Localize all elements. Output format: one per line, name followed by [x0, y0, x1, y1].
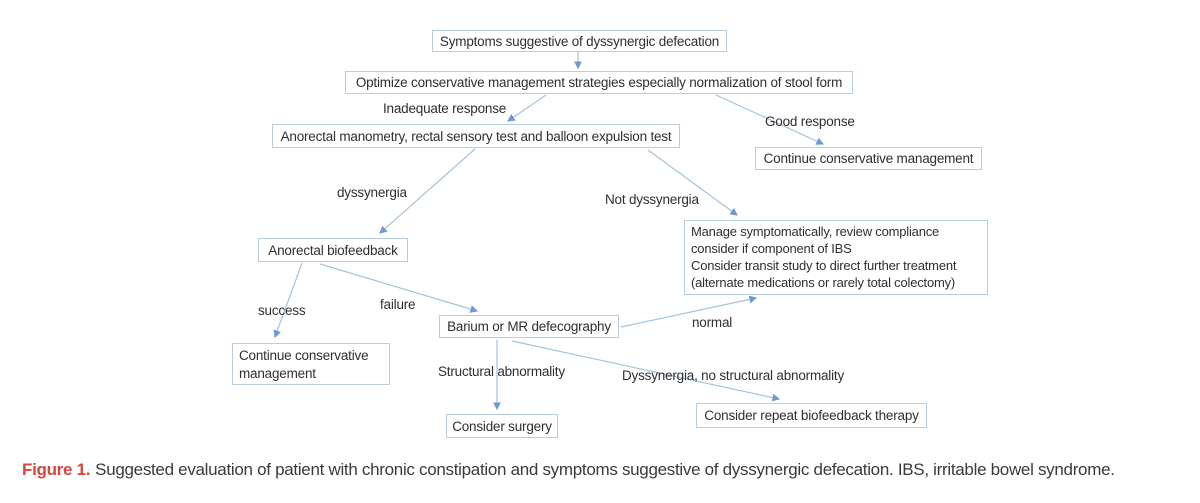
- arrow-defecography-to-repeat-biofeedback: [511, 340, 781, 402]
- arrow-biofeedback-to-continue-left: [273, 262, 303, 339]
- edge-label-structural-abnormality: Structural abnormality: [438, 364, 565, 379]
- node-consider-surgery: Consider surgery: [446, 414, 558, 438]
- arrow-biofeedback-to-defecography: [319, 263, 479, 313]
- node-manage-symptomatically: Manage symptomatically, review complianc…: [684, 220, 988, 295]
- figure-caption-label: Figure 1.: [22, 460, 91, 479]
- arrow-optimize-to-continue-conservative: [715, 94, 825, 145]
- node-anorectal-biofeedback: Anorectal biofeedback: [258, 238, 408, 262]
- figure-caption-text: Suggested evaluation of patient with chr…: [95, 460, 1115, 479]
- edge-label-not-dyssynergia: Not dyssynergia: [605, 192, 699, 207]
- arrow-defecography-to-manage: [620, 295, 758, 328]
- node-anorectal-manometry-testing: Anorectal manometry, rectal sensory test…: [272, 124, 680, 148]
- arrow-optimize-to-testing: [507, 94, 547, 122]
- node-continue-conservative-management-right: Continue conservative management: [755, 147, 982, 170]
- edge-label-failure: failure: [380, 297, 416, 312]
- edge-label-success: success: [258, 303, 306, 318]
- node-consider-repeat-biofeedback: Consider repeat biofeedback therapy: [696, 403, 927, 428]
- arrow-testing-to-biofeedback: [379, 148, 476, 234]
- arrow-testing-to-manage: [647, 149, 738, 216]
- edge-label-dyssynergia: dyssynergia: [337, 185, 407, 200]
- edge-label-good-response: Good response: [765, 114, 855, 129]
- node-symptoms: Symptoms suggestive of dyssynergic defec…: [432, 30, 727, 52]
- node-continue-conservative-management-left: Continue conservative management: [232, 343, 390, 385]
- edge-label-dyssynergia-no-structural-abnormality: Dyssynergia, no structural abnormality: [622, 368, 844, 383]
- figure-caption: Figure 1.Suggested evaluation of patient…: [22, 459, 1194, 480]
- node-optimize-conservative-management: Optimize conservative management strateg…: [345, 71, 853, 94]
- edge-label-normal: normal: [692, 315, 733, 330]
- edge-label-inadequate-response: Inadequate response: [383, 101, 507, 116]
- node-barium-mr-defecography: Barium or MR defecography: [439, 315, 619, 338]
